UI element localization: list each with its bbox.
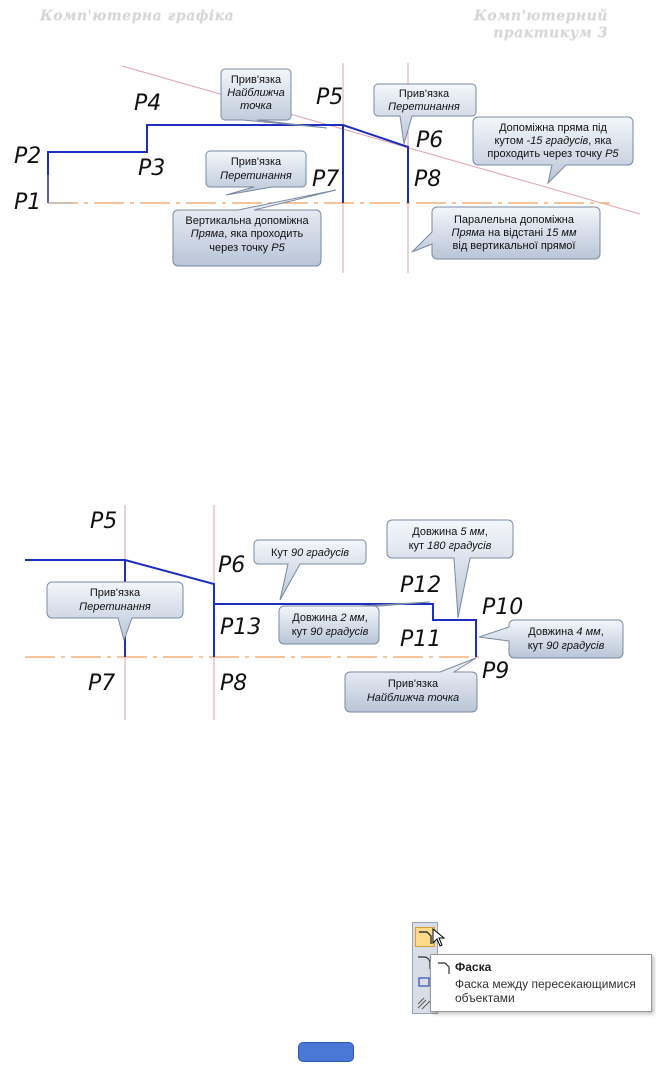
- rectangle-button[interactable]: [415, 973, 435, 993]
- point-label: P6: [218, 553, 245, 578]
- tooltip-popup: Фаска Фаска между пересекающимися объект…: [430, 954, 652, 1012]
- svg-text:Найближча точка: Найближча точка: [367, 692, 459, 704]
- figure-1: P1 P2 P3 P4 P5 P6 P7 P8 Прив'язка Найбли…: [14, 63, 641, 273]
- tooltip-description: Фаска между пересекающимися объектами: [455, 977, 636, 1005]
- svg-text:точка: точка: [240, 100, 272, 112]
- header-right-line2: практикум 3: [493, 25, 608, 41]
- callout-snap-nearest: Прив'язка Найближча точка: [344, 657, 478, 713]
- figure-2: P5 P6 P7 P8 P9 P10 P11 P12 P13 Кут 90 гр…: [25, 505, 624, 720]
- svg-text:Кут 90 градусів: Кут 90 градусів: [271, 547, 349, 559]
- page-indicator[interactable]: [298, 1042, 354, 1062]
- svg-text:Перетинання: Перетинання: [388, 101, 460, 113]
- svg-text:через точку P5: через точку P5: [209, 242, 285, 254]
- svg-text:Паралельна допоміжна: Паралельна допоміжна: [454, 214, 575, 226]
- callout-aux-vertical: Вертикальна допоміжна Пряма, яка проходи…: [172, 189, 337, 267]
- header-right-line1: Комп'ютерний: [474, 8, 608, 24]
- point-label: P3: [138, 156, 165, 181]
- svg-text:від вертикальної прямої: від вертикальної прямої: [453, 240, 576, 252]
- svg-text:Пряма на відстані 15 мм: Пряма на відстані 15 мм: [452, 227, 577, 239]
- svg-text:Прив'язка: Прив'язка: [231, 156, 282, 168]
- svg-text:Прив'язка: Прив'язка: [90, 587, 141, 599]
- point-label: P8: [414, 167, 441, 192]
- svg-text:Найближча: Найближча: [227, 87, 285, 99]
- chamfer-icon: [438, 962, 450, 974]
- point-label: P10: [482, 595, 523, 620]
- svg-text:проходить через точку P5: проходить через точку P5: [487, 148, 619, 160]
- callout-snap-nearest: Прив'язка Найближча точка: [220, 68, 328, 129]
- contour-line: [25, 559, 477, 657]
- svg-text:Перетинання: Перетинання: [220, 170, 292, 182]
- point-label: P9: [482, 659, 509, 684]
- point-label: P7: [312, 167, 339, 192]
- point-label: P12: [400, 573, 441, 598]
- point-label: P6: [416, 128, 443, 153]
- point-label: P13: [220, 615, 261, 640]
- svg-text:Довжина 2 мм,: Довжина 2 мм,: [292, 612, 368, 624]
- rectangle-icon: [418, 977, 430, 987]
- point-label: P1: [14, 190, 41, 215]
- chamfer-icon: [419, 931, 432, 944]
- callout-length-2mm: Довжина 2 мм, кут 90 градусів: [278, 601, 431, 645]
- callout-snap-intersection: Прив'язка Перетинання: [46, 581, 184, 642]
- contour-line: [47, 124, 409, 203]
- svg-text:Довжина 5 мм,: Довжина 5 мм,: [412, 526, 488, 538]
- svg-text:Допоміжна пряма під: Допоміжна пряма під: [499, 122, 607, 134]
- svg-text:кут 90 градусів: кут 90 градусів: [528, 640, 605, 652]
- svg-text:Перетинання: Перетинання: [79, 601, 151, 613]
- svg-text:Довжина 4 мм,: Довжина 4 мм,: [528, 626, 604, 638]
- hatch-button[interactable]: [415, 993, 435, 1013]
- svg-text:Прив'язка: Прив'язка: [388, 678, 439, 690]
- hatch-icon: [417, 997, 431, 1010]
- callout-length-5mm: Довжина 5 мм, кут 180 градусів: [386, 519, 514, 619]
- point-label: P7: [88, 671, 115, 696]
- fillet-button[interactable]: [415, 953, 435, 973]
- callout-snap-intersection-1: Прив'язка Перетинання: [373, 83, 477, 145]
- svg-text:Прив'язка: Прив'язка: [399, 88, 450, 100]
- callout-aux-line-angle: Допоміжна пряма під кутом -15 градусів, …: [472, 116, 634, 185]
- header-title-right: Комп'ютерний практикум 3: [474, 8, 608, 42]
- point-label: P4: [134, 91, 161, 116]
- header-title-left: Комп'ютерна графіка: [40, 8, 235, 24]
- svg-text:Прив'язка: Прив'язка: [231, 74, 282, 86]
- svg-text:кутом -15 градусів, яка: кутом -15 градусів, яка: [494, 135, 612, 147]
- callout-snap-intersection-2: Прив'язка Перетинання: [205, 150, 307, 196]
- svg-text:кут 180 градусів: кут 180 градусів: [409, 540, 492, 552]
- svg-text:Пряма, яка проходить: Пряма, яка проходить: [191, 228, 304, 240]
- aux-line-15deg: [121, 65, 641, 215]
- svg-text:Вертикальна допоміжна: Вертикальна допоміжна: [185, 215, 309, 227]
- chamfer-button[interactable]: [415, 927, 435, 947]
- svg-text:кут 90 градусів: кут 90 градусів: [292, 626, 369, 638]
- point-label: P11: [400, 627, 441, 652]
- chamfer-tooltip-area: Фаска Фаска между пересекающимися объект…: [412, 922, 652, 1014]
- cursor-icon: [432, 928, 446, 947]
- point-label: P8: [220, 671, 247, 696]
- point-label: P5: [316, 85, 343, 110]
- fillet-icon: [418, 956, 431, 969]
- point-label: P2: [14, 144, 41, 169]
- tooltip-title: Фаска: [455, 960, 492, 974]
- callout-aux-parallel: Паралельна допоміжна Пряма на відстані 1…: [411, 206, 601, 260]
- callout-angle-90: Кут 90 градусів: [253, 539, 367, 601]
- point-label: P5: [90, 509, 117, 534]
- callout-length-4mm: Довжина 4 мм, кут 90 градусів: [478, 619, 624, 659]
